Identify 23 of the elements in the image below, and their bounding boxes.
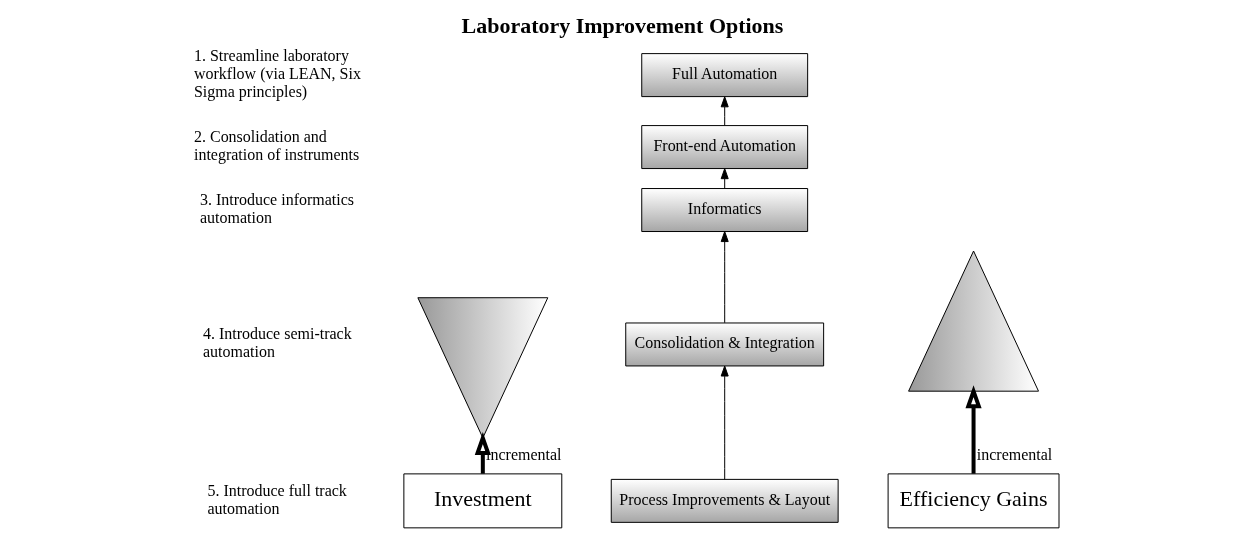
node-box: Full Automation — [641, 53, 809, 98]
node-box: Investment — [403, 473, 563, 529]
diagram-title: Laboratory Improvement Options — [461, 12, 784, 38]
label: 4. Introduce semi-track automation — [202, 325, 352, 361]
arrow — [720, 231, 729, 324]
node-triangle — [908, 250, 1039, 392]
node-box: Process Improvements & Layout — [610, 478, 839, 523]
edge-label: incremental — [976, 445, 1053, 463]
node-box: Informatics — [641, 188, 809, 232]
arrow — [720, 96, 729, 126]
arrow — [474, 431, 491, 474]
label: 1. Streamline laboratory workflow (via LEAN, Six Sigma principles) — [193, 46, 361, 100]
node-invtriangle — [417, 297, 549, 439]
node-box: Efficiency Gains — [887, 473, 1060, 529]
label: 2. Consolidation and integration of instruments — [193, 127, 360, 163]
arrow — [720, 365, 729, 480]
arrow — [720, 168, 729, 189]
label: 3. Introduce informatics automation — [199, 190, 355, 226]
node-box: Front-end Automation — [641, 125, 809, 170]
arrow — [965, 385, 982, 474]
edge-label: incremental — [486, 445, 562, 463]
label: 5. Introduce full track automation — [207, 481, 347, 517]
node-box: Consolidation & Integration — [625, 322, 825, 367]
